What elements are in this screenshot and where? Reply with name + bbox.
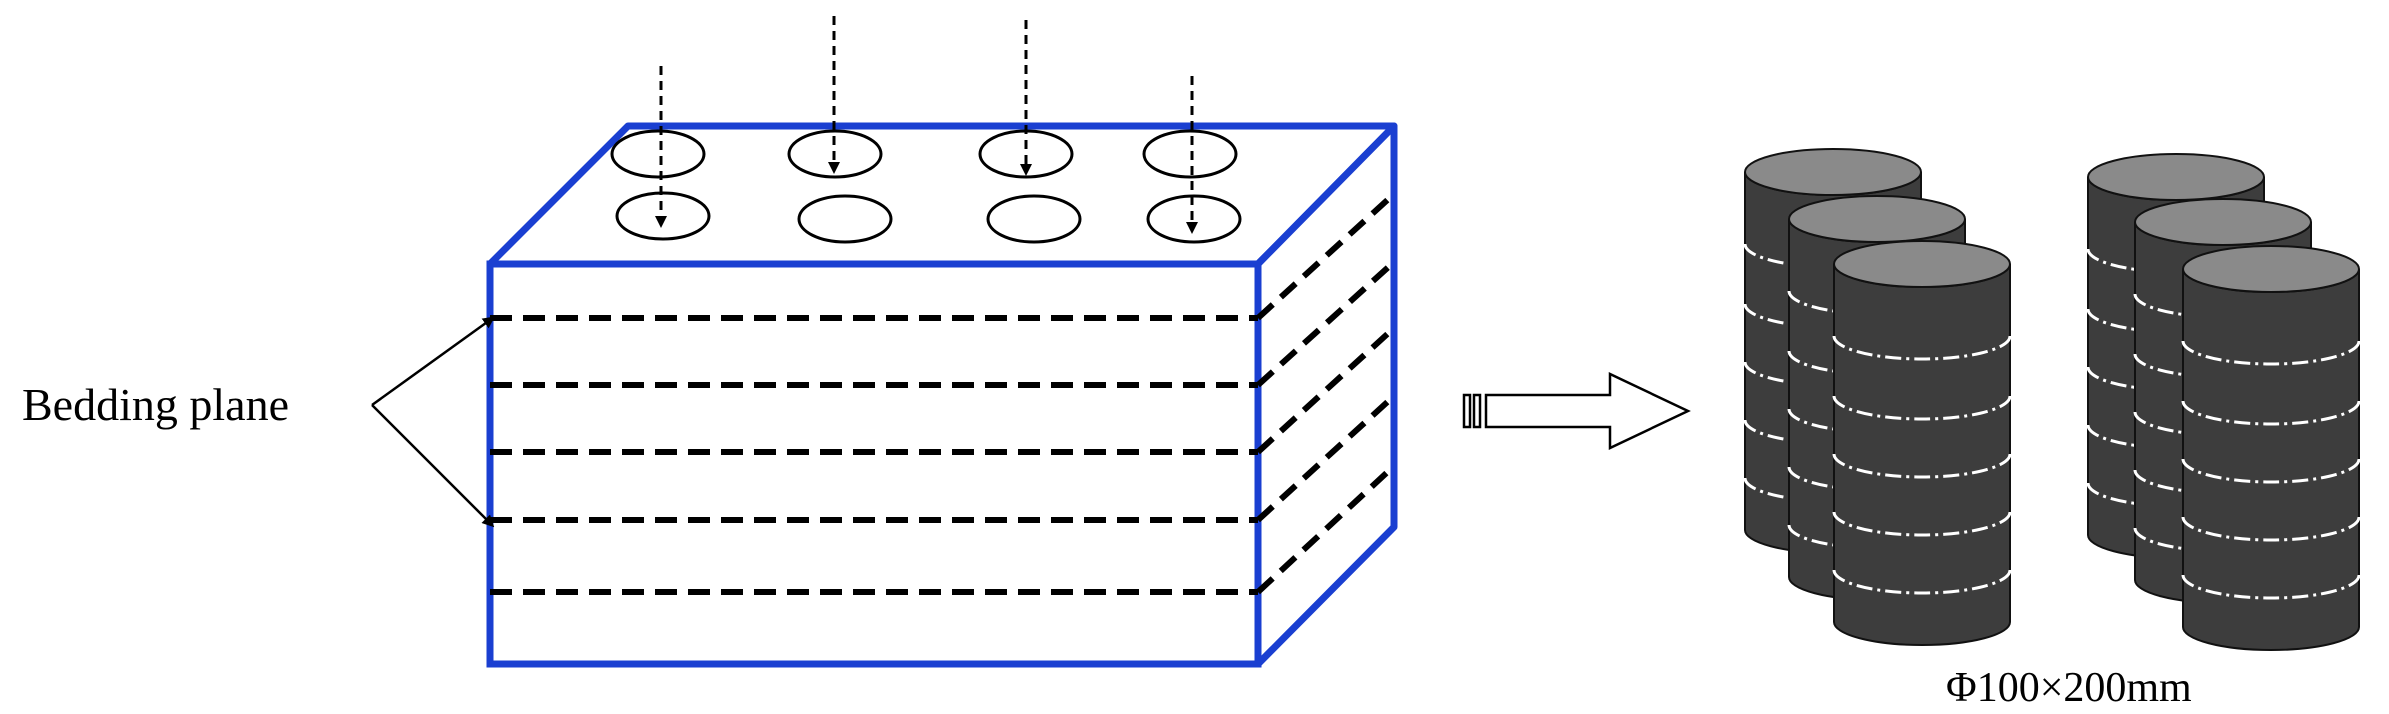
cylinder-bedding-line bbox=[2181, 400, 2361, 426]
pointer-arrow-upper bbox=[371, 316, 495, 407]
core-hole bbox=[986, 194, 1082, 244]
core-hole bbox=[978, 129, 1074, 179]
cylinder-group-right bbox=[2086, 153, 2361, 651]
arrow-body bbox=[1484, 372, 1691, 450]
rock-block bbox=[486, 16, 1398, 668]
cylinder-top bbox=[1788, 195, 1966, 243]
block-front-face bbox=[486, 260, 1262, 668]
pointer-arrow-lower bbox=[371, 404, 495, 528]
arrow-tail-stripe bbox=[1472, 393, 1482, 429]
cylinder-bedding-line bbox=[2181, 340, 2361, 366]
core-hole bbox=[1146, 194, 1242, 244]
cylinder-group-left bbox=[1743, 148, 2012, 646]
cylinder-bedding-line bbox=[2181, 574, 2361, 600]
cylinder-bedding-line bbox=[2181, 458, 2361, 484]
core-samples bbox=[1743, 148, 2361, 651]
drilling-arrows bbox=[655, 16, 1198, 234]
bedding-pointer-arrows bbox=[371, 316, 495, 528]
cylinder-top bbox=[2182, 245, 2360, 293]
cylinder-bedding-line bbox=[1832, 395, 2012, 421]
core-cylinder bbox=[2181, 245, 2361, 651]
core-hole bbox=[610, 129, 706, 179]
core-hole bbox=[615, 191, 711, 241]
cylinder-bedding-line bbox=[1832, 569, 2012, 595]
cylinder-bedding-line bbox=[1832, 335, 2012, 361]
core-hole bbox=[1142, 129, 1238, 179]
core-cylinder bbox=[1832, 240, 2012, 646]
cylinder-bedding-line bbox=[1832, 511, 2012, 537]
core-holes bbox=[610, 129, 1242, 244]
cylinder-bedding-line bbox=[2181, 516, 2361, 542]
cylinder-bedding-line bbox=[1832, 453, 2012, 479]
cylinder-top bbox=[2087, 153, 2265, 201]
bedding-lines-front bbox=[490, 315, 1258, 595]
arrow-tail-stripe bbox=[1462, 393, 1472, 429]
cylinder-top bbox=[1744, 148, 1922, 196]
process-arrow-icon bbox=[1462, 372, 1691, 450]
cylinder-top bbox=[2134, 198, 2312, 246]
dimension-label: Φ100×200mm bbox=[1946, 665, 2192, 711]
bedding-plane-label: Bedding plane bbox=[22, 379, 289, 430]
cylinder-top bbox=[1833, 240, 2011, 288]
core-hole bbox=[797, 194, 893, 244]
